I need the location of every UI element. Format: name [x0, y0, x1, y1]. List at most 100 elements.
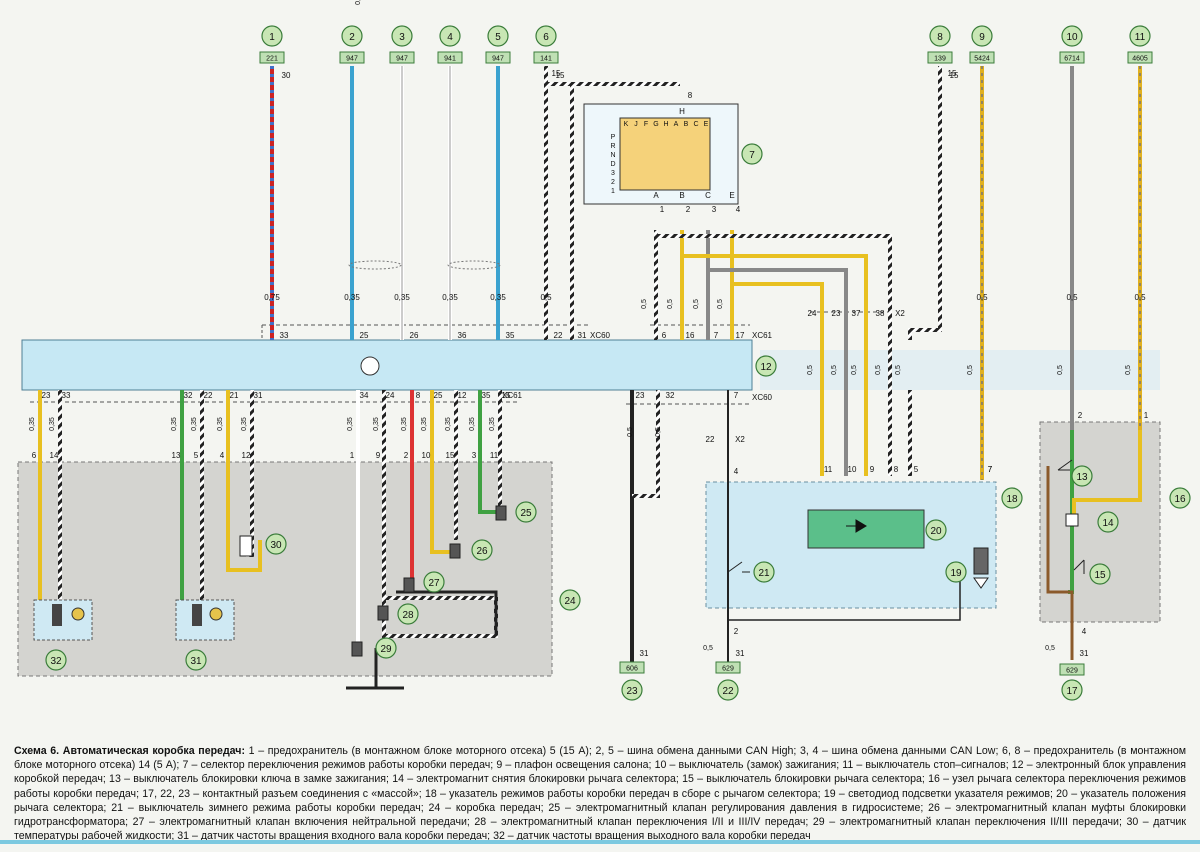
sel-out-pin-3: 4 [736, 205, 741, 214]
sel-head-B: B [684, 121, 689, 128]
x2-pin-23: 23 [832, 309, 841, 318]
cpin-6: 22 [554, 331, 563, 340]
code-9-text: 5424 [974, 56, 990, 63]
code-2-text: 947 [346, 56, 358, 63]
x2-top-label: X2 [895, 309, 905, 318]
circle-8-label: 8 [937, 32, 943, 43]
circle-20-label: 20 [930, 526, 942, 537]
code-10-text: 6714 [1064, 56, 1080, 63]
sel-row-R: R [610, 143, 615, 150]
w15-b: 15 [948, 69, 957, 78]
circle-12 [755, 355, 777, 377]
gb-top-8: 8 [416, 391, 421, 400]
w15-a: 15 [552, 69, 561, 78]
gb-top-9: 25 [434, 391, 443, 400]
sel-row-D: D [610, 161, 615, 168]
gb-w-11: 0,35 [469, 417, 476, 431]
gb-w-2: 0,35 [171, 417, 178, 431]
pin-1: 30 [282, 71, 291, 80]
w05-bot2: 0,5 [1045, 645, 1055, 652]
gb-bot-0: 6 [32, 451, 37, 460]
circle-15-label: 15 [1094, 570, 1106, 581]
circle-17-label: 17 [1066, 686, 1078, 697]
transistor-icon [360, 356, 380, 376]
w4: 4 [734, 467, 739, 476]
circle-7-label: 7 [749, 150, 755, 161]
w05-5: 0,5 [807, 365, 814, 375]
code-g23-text: 606 [626, 666, 638, 673]
size-1: 0,75 [264, 293, 280, 302]
size-4: 0,35 [442, 293, 458, 302]
circle-27-label: 27 [428, 578, 440, 589]
switch-15 [1073, 559, 1085, 574]
w05-1: 0,5 [641, 299, 648, 309]
sel-head-G: G [653, 121, 658, 128]
w05-4: 0,5 [717, 299, 724, 309]
lever-wires [1046, 430, 1142, 660]
gb-bot-4: 4 [220, 451, 225, 460]
circle-15 [1089, 563, 1111, 585]
circle-22-label: 22 [722, 686, 734, 697]
gb-bot-5: 12 [242, 451, 251, 460]
sel-out-pin-2: 3 [712, 205, 717, 214]
gb-top-5: 31 [254, 391, 263, 400]
circle-21-label: 21 [758, 568, 770, 579]
circle-22 [717, 679, 739, 701]
circle-32-label: 32 [50, 656, 62, 667]
code-g22 [715, 661, 741, 674]
gb-bot-11: 3 [472, 451, 477, 460]
circle-21 [753, 561, 775, 583]
xc61-bottom-label: XC61 [502, 391, 523, 400]
w22: 22 [706, 435, 715, 444]
ind-pin-5: 7 [988, 465, 993, 474]
circle-24 [559, 589, 581, 611]
w2: 2 [734, 627, 739, 636]
switch-21 [727, 561, 750, 573]
gb-w-1: 0,35 [49, 417, 56, 431]
circle-30 [265, 533, 287, 555]
sel-row-3: 3 [611, 170, 615, 177]
x2-mid-label: X2 [735, 435, 745, 444]
size-9: 0,5 [976, 293, 988, 302]
code-g23 [619, 661, 645, 674]
x2-pin-37: 37 [852, 309, 861, 318]
size-6: 0,5 [540, 293, 552, 302]
circle-20 [925, 519, 947, 541]
sel-head-E: E [704, 121, 709, 128]
circle-5-label: 5 [495, 32, 501, 43]
w05-10: 0,5 [967, 365, 974, 375]
gb-bot-12: 11 [490, 451, 499, 460]
ecu-shadow [760, 350, 1160, 390]
sel-row-2: 2 [611, 179, 615, 186]
circle-25-label: 25 [520, 508, 532, 519]
circle-23-label: 23 [626, 686, 638, 697]
code-g17 [1059, 663, 1085, 676]
code-g22-text: 629 [722, 666, 734, 673]
sensor-32-box [33, 599, 93, 641]
circle-4-label: 4 [447, 32, 453, 43]
sel-h: H [679, 107, 685, 116]
pin31: 31 [578, 331, 587, 340]
sensor-32-icon [71, 607, 85, 621]
w2-b: 2 [1078, 411, 1083, 420]
led-symbol [846, 519, 867, 533]
sel-row-1: 1 [611, 188, 615, 195]
sel-head-K: K [624, 121, 629, 128]
ind-pin-2: 9 [870, 465, 875, 474]
gb-top-6: 34 [360, 391, 369, 400]
circle-28-label: 28 [402, 610, 414, 621]
circle-6-label: 6 [543, 32, 549, 43]
xc60b-32: 32 [666, 391, 675, 400]
pin6: 6 [662, 331, 667, 340]
cpin-5: 35 [506, 331, 515, 340]
size-11: 0,5 [1134, 293, 1146, 302]
circle-7 [741, 143, 763, 165]
w05-0: 0,5 [355, 0, 362, 5]
sel-out-A: A [653, 191, 659, 200]
x2-pin-24: 24 [808, 309, 817, 318]
gb-bot-3: 5 [194, 451, 199, 460]
circle-17 [1061, 679, 1083, 701]
w05-7: 0,5 [851, 365, 858, 375]
code-g17-text: 629 [1066, 668, 1078, 675]
circle-4 [439, 25, 461, 47]
